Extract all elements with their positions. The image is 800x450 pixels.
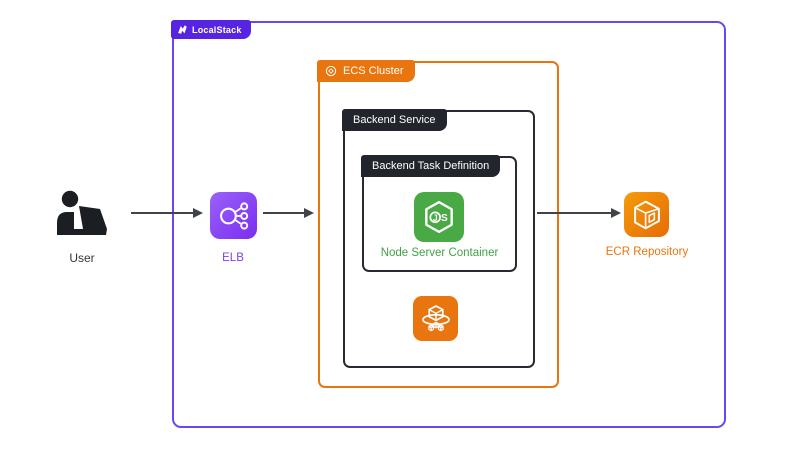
- localstack-tab: LocalStack: [171, 20, 251, 39]
- backend-task-definition-tab-label: Backend Task Definition: [372, 160, 490, 172]
- ecs-service-icon: [413, 296, 458, 341]
- localstack-boundary-box: [172, 21, 726, 428]
- localstack-logo-icon: [177, 24, 188, 35]
- backend-service-tab-label: Backend Service: [353, 114, 436, 126]
- ecs-cluster-tab-label: ECS Cluster: [343, 65, 404, 77]
- user-at-laptop-icon: [55, 190, 109, 237]
- nodejs-icon: J S: [414, 192, 464, 242]
- arrow-elb-to-ecs-cluster: [263, 212, 306, 214]
- node-server-container-label: Node Server Container: [380, 247, 499, 259]
- ecr-repository-label: ECR Repository: [605, 246, 689, 258]
- arrow-backend-service-to-ecr: [537, 212, 613, 214]
- elb-label: ELB: [222, 252, 244, 264]
- ecs-cluster-icon: [325, 65, 337, 77]
- ecs-cluster-tab: ECS Cluster: [317, 60, 415, 82]
- arrow-user-to-elb-head: [193, 208, 203, 218]
- localstack-tab-label: LocalStack: [192, 24, 242, 35]
- user-label: User: [69, 251, 95, 265]
- svg-text:S: S: [441, 213, 448, 224]
- arrow-user-to-elb: [131, 212, 195, 214]
- backend-service-tab: Backend Service: [342, 109, 447, 131]
- elastic-load-balancing-icon: [210, 192, 257, 239]
- backend-task-definition-tab: Backend Task Definition: [361, 155, 501, 177]
- svg-text:J: J: [433, 213, 438, 223]
- ecs-cluster-box: [318, 61, 559, 388]
- ecr-repository-icon: [624, 192, 669, 237]
- arrow-backend-service-to-ecr-head: [611, 208, 621, 218]
- arrow-elb-to-ecs-cluster-head: [304, 208, 314, 218]
